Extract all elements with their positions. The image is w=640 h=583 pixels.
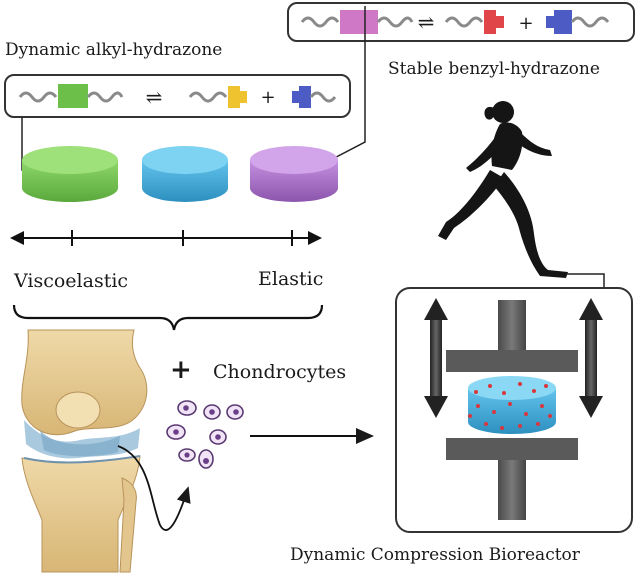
bioreactor-label: Dynamic Compression Bioreactor (290, 545, 581, 565)
cell (226, 404, 244, 420)
equilibrium-symbol: ⇌ (418, 10, 435, 34)
plus-sign: + (518, 13, 533, 34)
stiffness-axis (10, 230, 322, 246)
cyan-hydrogel-disc (142, 146, 228, 202)
blue-aldehyde-block (546, 10, 572, 34)
polymer-chain (570, 16, 610, 28)
cell (203, 404, 221, 420)
cell (178, 448, 196, 462)
bioreactor-box (395, 287, 633, 533)
cell (209, 429, 227, 445)
compression-arrow-right (579, 298, 603, 418)
equilibrium-symbol: ⇌ (146, 85, 163, 109)
green-crosslink-block (58, 84, 88, 108)
dynamic-title: Dynamic alkyl-hydrazone (5, 40, 222, 60)
polymer-chain (309, 91, 337, 103)
elastic-label: Elastic (258, 268, 323, 290)
knee-joint-illustration (21, 329, 148, 573)
runner-connector (566, 273, 605, 288)
dynamic-equation-box: ⇌ + (4, 74, 351, 118)
purple-hydrogel-disc (250, 146, 338, 202)
green-hydrogel-disc (22, 146, 118, 202)
plus-chondrocytes-sign: + (170, 355, 192, 385)
runner-silhouette (438, 101, 568, 278)
polymer-chain (376, 16, 414, 28)
polymer-chain (444, 16, 484, 28)
polymer-chain (18, 91, 58, 103)
red-hydrazide-block (484, 10, 504, 34)
cell (198, 449, 214, 469)
cell-laden-hydrogel-disc (468, 376, 556, 434)
blue-aldehyde-block (292, 86, 311, 108)
compression-arrow-left (424, 298, 448, 418)
stable-title: Stable benzyl-hydrazone (388, 59, 600, 79)
cell (177, 400, 197, 416)
injection-arrow (117, 445, 191, 531)
stable-equation-box: ⇌ + (287, 2, 635, 42)
cell (166, 424, 186, 440)
grouping-brace (12, 304, 324, 331)
polymer-chain (300, 16, 340, 28)
magenta-crosslink-block (340, 10, 378, 34)
polymer-chain (188, 91, 228, 103)
polymer-chain (86, 91, 124, 103)
yellow-hydrazide-block (228, 86, 247, 108)
chondrocytes-label: Chondrocytes (213, 361, 346, 383)
chondrocyte-cells (166, 400, 244, 469)
viscoelastic-label: Viscoelastic (13, 270, 128, 292)
plus-sign: + (260, 87, 275, 108)
